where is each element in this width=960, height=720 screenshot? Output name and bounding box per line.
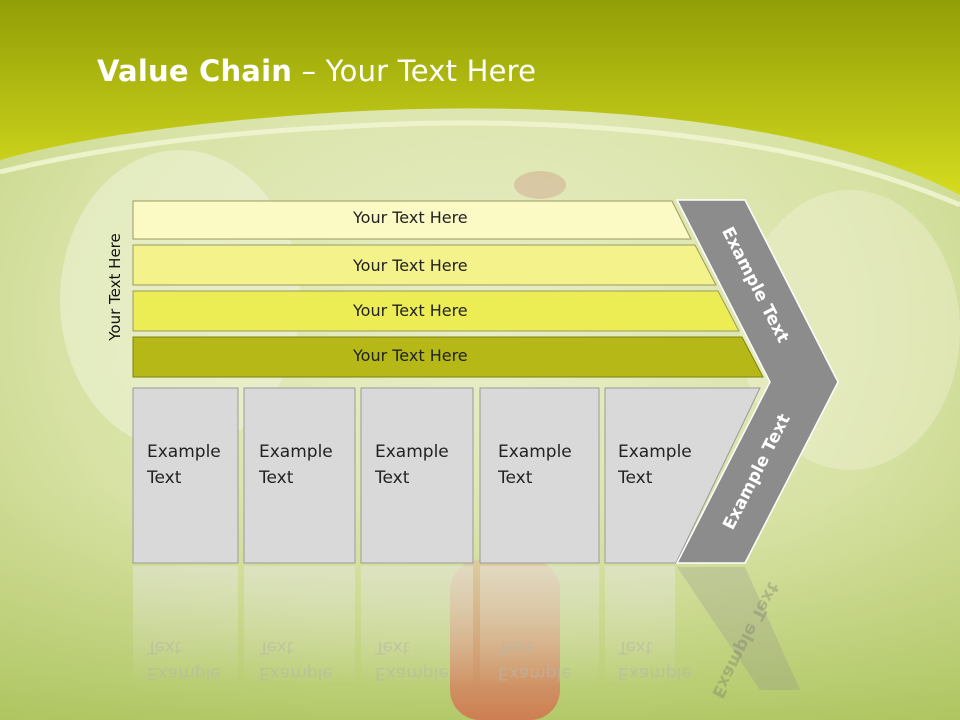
- box-reflection-label-3-line1: Example: [375, 663, 449, 683]
- box-label-1-line2: Text: [147, 468, 182, 488]
- bar-label-1: Your Text Here: [353, 208, 468, 227]
- box-label-2-line1: Example: [259, 442, 333, 462]
- box-reflection-label-3-line2: Text: [375, 637, 410, 657]
- box-reflection-label-4: Example Text: [498, 634, 572, 686]
- box-reflection-label-4-line2: Text: [498, 637, 533, 657]
- box-reflection-label-2-line1: Example: [259, 663, 333, 683]
- value-bar-3: [132, 290, 740, 332]
- side-label: Your Text Here: [106, 233, 124, 341]
- box-label-4-line1: Example: [498, 442, 572, 462]
- box-reflection-label-1-line1: Example: [147, 663, 221, 683]
- box-reflection-label-4-line1: Example: [498, 663, 572, 683]
- activity-box-2: [243, 387, 356, 564]
- box-reflection-label-5-line2: Text: [618, 637, 653, 657]
- title-bold: Value Chain: [97, 54, 293, 88]
- bar-label-3: Your Text Here: [353, 301, 468, 320]
- bar-label-2: Your Text Here: [353, 256, 468, 275]
- figure-head: [514, 171, 566, 199]
- box-label-1-line1: Example: [147, 442, 221, 462]
- box-reflection-label-2: Example Text: [259, 634, 333, 686]
- box-label-5-line1: Example: [618, 442, 692, 462]
- box-label-4-line2: Text: [498, 468, 533, 488]
- box-label-5-line2: Text: [618, 468, 653, 488]
- box-reflection-4: [480, 566, 599, 686]
- box-reflection-label-3: Example Text: [375, 634, 449, 686]
- box-label-2-line2: Text: [259, 468, 294, 488]
- title-rest: – Your Text Here: [292, 54, 537, 88]
- slide-title: Value Chain – Your Text Here: [97, 54, 536, 88]
- box-reflection-label-2-line2: Text: [259, 637, 294, 657]
- box-reflection-label-1: Example Text: [147, 634, 221, 686]
- activity-box-5: [604, 387, 761, 564]
- box-reflection-label-5: Example Text: [618, 634, 692, 686]
- box-reflection-5: [605, 566, 675, 686]
- value-bar-4: [132, 336, 764, 378]
- box-label-3-line2: Text: [375, 468, 410, 488]
- box-label-3-line1: Example: [375, 442, 449, 462]
- box-reflection-label-5-line1: Example: [618, 663, 692, 683]
- activity-box-4: [479, 387, 600, 564]
- bar-label-4: Your Text Here: [353, 346, 468, 365]
- header-band: [0, 0, 960, 195]
- chevron-reflection: [677, 567, 800, 690]
- chevron-margin: [675, 199, 839, 564]
- box-reflection-3: [361, 566, 473, 686]
- activity-box-3: [360, 387, 474, 564]
- box-reflection-2: [244, 566, 355, 686]
- value-bar-2: [132, 244, 717, 286]
- value-bar-1: [132, 200, 692, 240]
- box-reflection-label-1-line2: Text: [147, 637, 182, 657]
- header-curve: [0, 120, 960, 208]
- box-reflection-1: [133, 566, 238, 686]
- activity-box-1: [132, 387, 239, 564]
